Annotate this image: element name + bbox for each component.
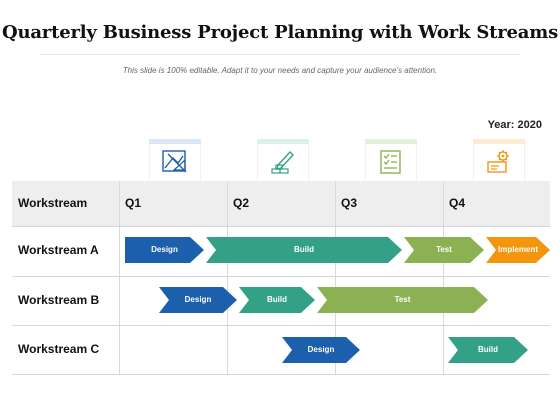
workstream-grid: Workstream Q1 Q2 Q3 Q4 Workstream A Work… — [12, 181, 550, 375]
task-label: Implement — [497, 245, 538, 254]
header-q4: Q4 — [449, 196, 466, 210]
task-label: Design — [151, 245, 178, 254]
col-divider — [119, 181, 120, 375]
header-q2: Q2 — [233, 196, 250, 210]
page-title: Quarterly Business Project Planning with… — [1, 22, 559, 43]
task-arrow: Implement — [486, 237, 550, 263]
row-divider — [12, 374, 550, 375]
task-arrow: Test — [317, 287, 488, 313]
task-arrow: Build — [448, 337, 528, 363]
col-divider — [335, 181, 336, 375]
row-label-workstream-a: Workstream A — [18, 243, 99, 257]
task-arrow: Design — [125, 237, 204, 263]
q4-icon-box — [473, 139, 525, 181]
task-arrow: Build — [239, 287, 315, 313]
header-workstream: Workstream — [18, 196, 88, 210]
year-label: Year: 2020 — [487, 119, 542, 131]
task-label: Build — [267, 295, 287, 304]
q3-icon-box — [365, 139, 417, 181]
task-label: Build — [478, 345, 498, 354]
header-q1: Q1 — [125, 196, 142, 210]
page-subtitle: This slide is 100% editable. Adapt it to… — [122, 66, 438, 75]
task-arrow: Test — [404, 237, 484, 263]
title-divider — [40, 54, 520, 55]
row-label-workstream-c: Workstream C — [18, 342, 100, 356]
gear-board-icon — [487, 150, 509, 173]
header-band — [12, 181, 550, 226]
col-divider — [227, 181, 228, 375]
row-divider — [12, 226, 550, 227]
task-label: Test — [394, 295, 411, 304]
col-divider — [443, 181, 444, 375]
q2-icon-box — [257, 139, 309, 181]
task-arrow: Build — [206, 237, 402, 263]
q1-icon-box — [149, 139, 201, 181]
task-label: Test — [436, 245, 452, 254]
task-label: Design — [184, 295, 212, 304]
task-label: Design — [307, 345, 335, 354]
task-arrow: Design — [282, 337, 360, 363]
header-q3: Q3 — [341, 196, 358, 210]
pencil-brick-icon — [271, 150, 294, 174]
task-label: Build — [294, 245, 314, 254]
row-divider — [12, 276, 550, 277]
row-divider — [12, 325, 550, 326]
checklist-icon — [380, 150, 401, 174]
row-label-workstream-b: Workstream B — [18, 293, 100, 307]
blueprint-icon — [162, 150, 187, 173]
task-arrow: Design — [159, 287, 237, 313]
